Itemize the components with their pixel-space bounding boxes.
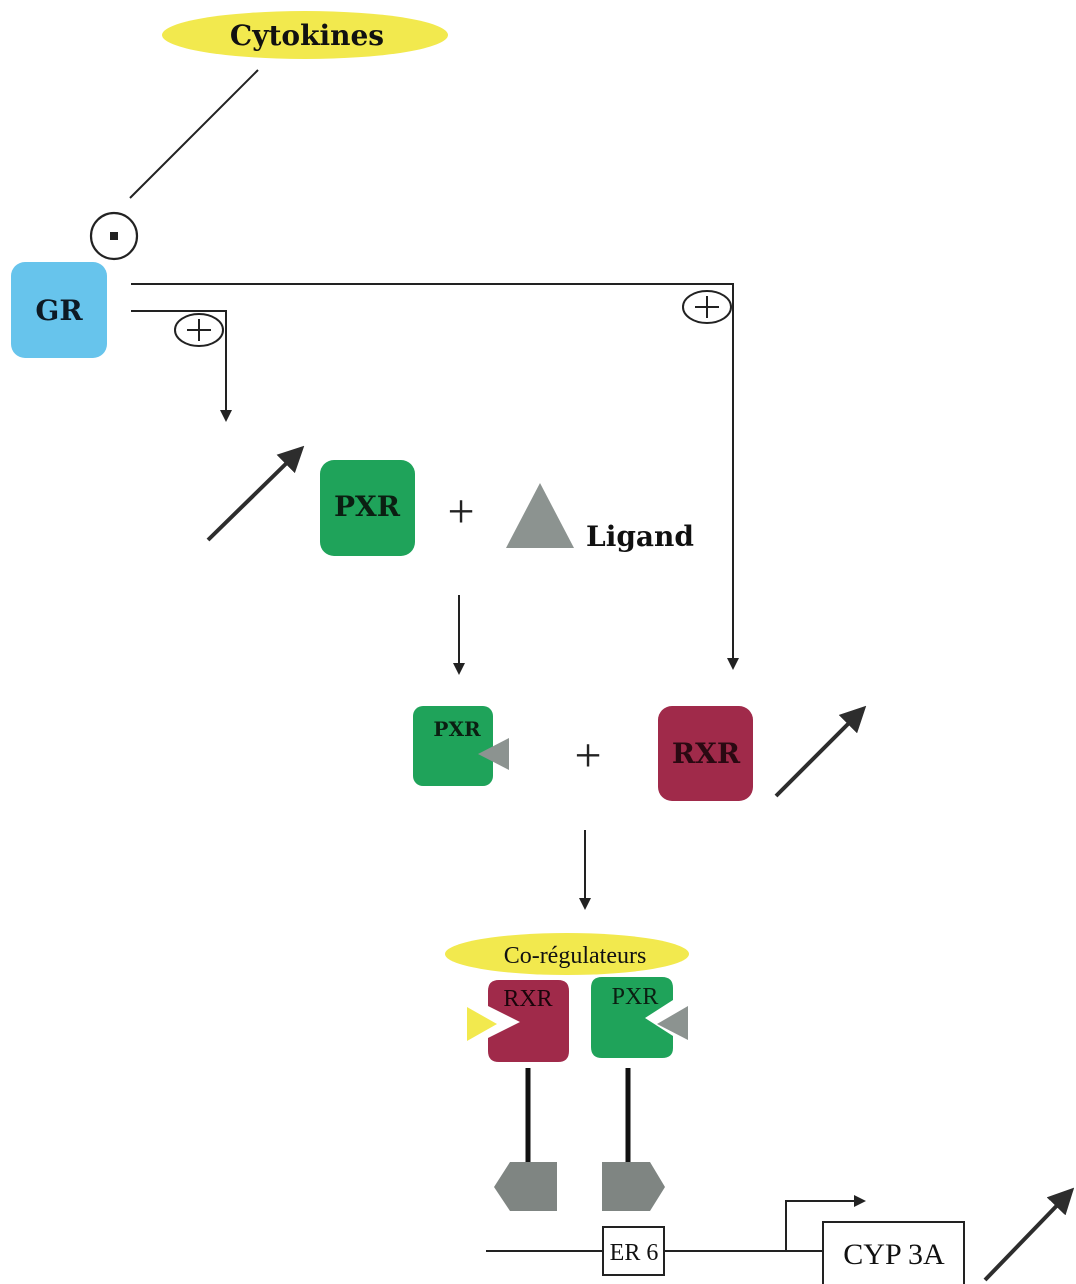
cyp3a-label: CYP 3A <box>843 1238 945 1271</box>
pxr-dna-binding-domain <box>602 1162 665 1211</box>
pxr-dimer-label: PXR <box>612 984 659 1010</box>
activation-sign-rxr <box>682 290 732 324</box>
rxr-increase-arrow <box>774 705 867 798</box>
rxr-ligand-triangle <box>467 1007 497 1041</box>
ligand-label: Ligand <box>586 520 694 553</box>
pxr-label: PXR <box>334 490 401 523</box>
rxr-dimer-node: RXR <box>467 980 569 1062</box>
plus-sign-2: + <box>574 729 601 782</box>
plus-sign-1: + <box>447 485 474 538</box>
gr-node: GR <box>11 262 107 358</box>
coregulateurs-label: Co-régulateurs <box>504 943 647 969</box>
pxr-ligand-triangle <box>657 1006 688 1040</box>
er6-label: ER 6 <box>610 1240 659 1266</box>
ligand-node: Ligand <box>506 483 694 553</box>
cytokines-inhibition-line <box>129 69 259 199</box>
rxr-node: RXR <box>658 706 753 801</box>
coregulateurs-node: Co-régulateurs <box>445 933 689 975</box>
gr-to-rxr-line <box>131 283 739 670</box>
gr-to-pxr-line <box>131 310 232 422</box>
pxr-small-label: PXR <box>433 717 481 741</box>
er6-element: ER 6 <box>602 1226 665 1276</box>
pxr-increase-arrow <box>206 445 305 542</box>
rxr-label: RXR <box>672 737 741 770</box>
cyp3a-gene: CYP 3A <box>822 1221 965 1284</box>
cytokines-label: Cytokines <box>230 19 384 52</box>
pxr-dimer-node: PXR <box>591 977 688 1058</box>
rxr-dimer-label: RXR <box>503 986 552 1012</box>
gr-label: GR <box>35 294 83 327</box>
pxr-ligand-complex: PXR <box>413 706 509 786</box>
cyp3a-increase-arrow <box>983 1187 1075 1282</box>
rxr-dna-binding-domain <box>494 1162 557 1211</box>
ligand-triangle <box>506 483 574 548</box>
transcription-start-arrow <box>785 1195 866 1251</box>
inhibition-sign <box>89 211 139 261</box>
cytokines-node: Cytokines <box>162 11 448 59</box>
pxr-node: PXR <box>320 460 415 556</box>
activation-sign-pxr <box>174 313 224 347</box>
